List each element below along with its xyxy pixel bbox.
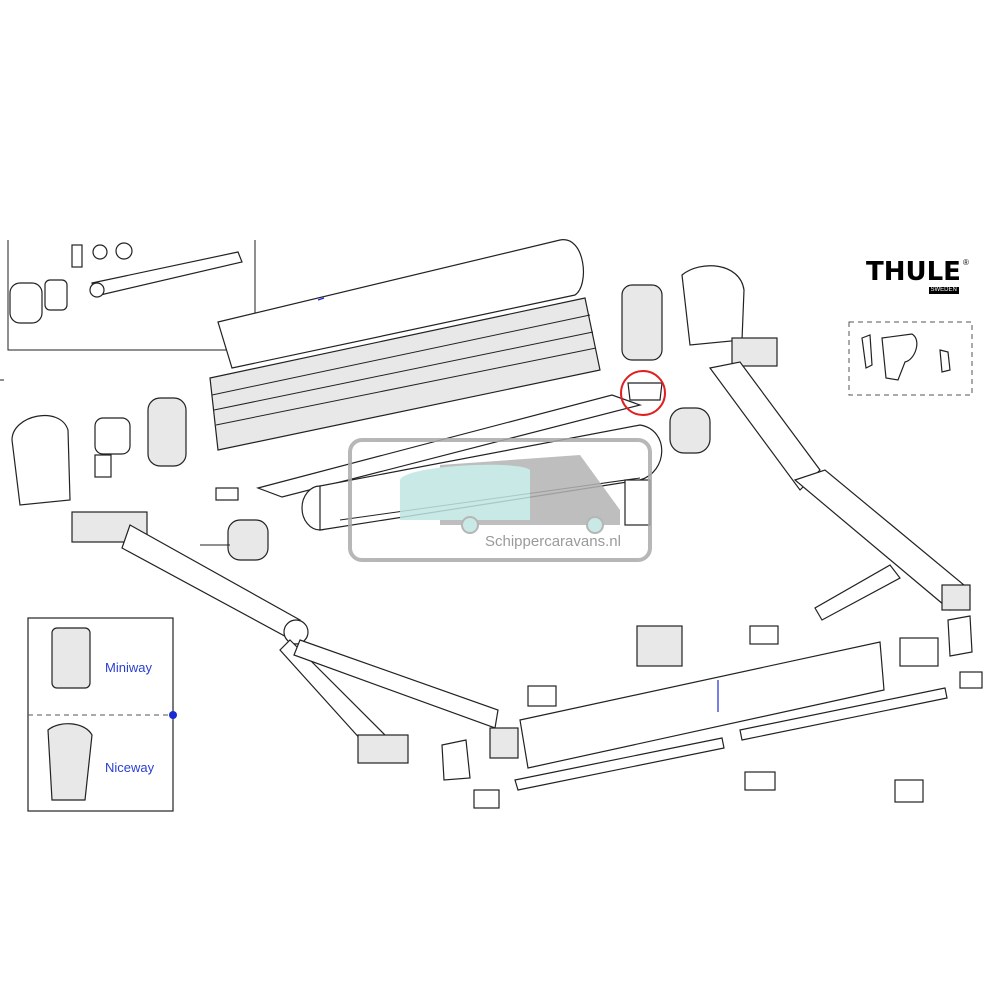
thule-logo: THULE	[866, 257, 961, 287]
registered-mark: ®	[962, 258, 969, 267]
niceway-label: Niceway	[105, 760, 155, 775]
cassette-profile	[209, 239, 643, 498]
left-arm	[71, 511, 499, 764]
inset-end-caps	[848, 321, 973, 396]
miniway-label: Miniway	[105, 660, 152, 675]
right-end-parts	[621, 265, 745, 526]
thule-logo-subtitle: SWEDEN	[928, 287, 959, 294]
thule-logo-block: THULE ® SWEDEN	[866, 258, 969, 294]
remote-inset	[27, 617, 177, 812]
watermark	[348, 438, 652, 562]
niceway-remote-image	[47, 723, 93, 801]
miniway-remote-image	[51, 627, 91, 689]
highlight-circle	[620, 370, 666, 416]
left-end-parts	[11, 397, 269, 561]
watermark-text: Schippercaravans.nl	[485, 533, 621, 550]
inset-roller-kit	[7, 240, 256, 351]
front-bar	[441, 615, 983, 809]
right-arm	[708, 337, 971, 621]
thule-logo-row: THULE ®	[866, 258, 969, 286]
